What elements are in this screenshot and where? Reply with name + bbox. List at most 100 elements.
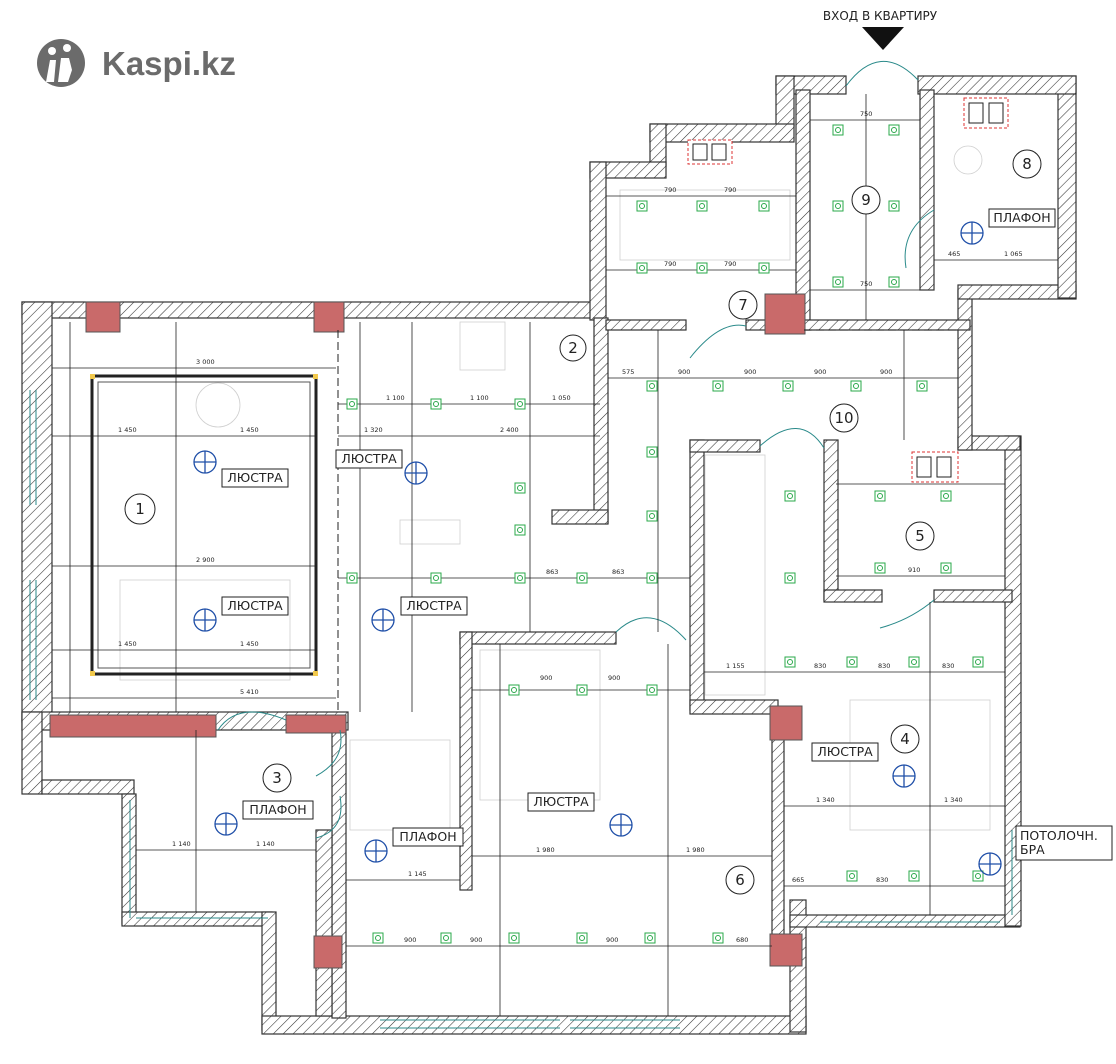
- chandelier-fixture: ЛЮСТРА: [193, 450, 289, 488]
- dim-text: 1 100: [470, 394, 489, 402]
- dim-text: 900: [540, 674, 552, 682]
- spotlight-icon: [430, 398, 442, 410]
- spotlight-icon: [888, 124, 900, 136]
- entrance-marker: ВХОД В КВАРТИРУ: [823, 9, 938, 50]
- wall-sconce-fixture: ПОТОЛОЧН.БРА: [978, 825, 1113, 876]
- dim-text: 900: [678, 368, 690, 376]
- dim-text: 863: [546, 568, 558, 576]
- spotlight-icon: [636, 200, 648, 212]
- kaspi-logo-icon: [37, 39, 85, 87]
- room-number-10: 10: [829, 403, 859, 433]
- room-number-7: 7: [728, 290, 758, 320]
- dim-text: 1 980: [686, 846, 705, 854]
- dim-text: 2 900: [196, 556, 215, 564]
- entrance-label: ВХОД В КВАРТИРУ: [823, 9, 938, 23]
- dim-text: 2 400: [500, 426, 519, 434]
- dim-text: 790: [664, 186, 676, 194]
- spotlights: [346, 124, 984, 944]
- spotlight-icon: [430, 572, 442, 584]
- svg-text:2: 2: [568, 339, 578, 357]
- room-number-5: 5: [905, 521, 935, 551]
- spotlight-icon: [874, 562, 886, 574]
- spotlight-icon: [576, 932, 588, 944]
- dim-text: 1 155: [726, 662, 745, 670]
- svg-text:9: 9: [861, 191, 871, 209]
- spotlight-icon: [346, 398, 358, 410]
- dim-text: 900: [404, 936, 416, 944]
- spotlight-icon: [888, 276, 900, 288]
- dim-text: 1 320: [364, 426, 383, 434]
- spotlight-icon: [514, 524, 526, 536]
- dim-text: 790: [724, 260, 736, 268]
- room-number-2: 2: [559, 334, 587, 362]
- chandelier-fixture: ЛЮСТРА: [527, 792, 633, 837]
- dim-text: 830: [878, 662, 890, 670]
- dim-text: 750: [860, 280, 872, 288]
- fixture-label-line: ПОТОЛОЧН.: [1020, 828, 1098, 843]
- ceiling-lamp-fixture: ПЛАФОН: [364, 827, 464, 863]
- fixtures: ЛЮСТРА ЛЮСТРА ЛЮСТРА ЛЮСТРА ЛЮСТРА ЛЮСТР…: [193, 208, 1113, 876]
- chandelier-fixture: ЛЮСТРА: [335, 449, 428, 485]
- svg-text:8: 8: [1022, 155, 1032, 173]
- dim-text: 900: [606, 936, 618, 944]
- dim-text: 1 980: [536, 846, 555, 854]
- spotlight-icon: [636, 262, 648, 274]
- spotlight-icon: [646, 446, 658, 458]
- spotlight-icon: [832, 124, 844, 136]
- dim-text: 750: [860, 110, 872, 118]
- spotlight-icon: [514, 572, 526, 584]
- dim-text: 1 140: [256, 840, 275, 848]
- fixture-label: ЛЮСТРА: [227, 598, 283, 613]
- dim-text: 1 450: [240, 640, 259, 648]
- dim-text: 5 410: [240, 688, 259, 696]
- spotlight-icon: [644, 932, 656, 944]
- spotlight-icon: [646, 510, 658, 522]
- spotlight-icon: [514, 482, 526, 494]
- spotlight-icon: [832, 276, 844, 288]
- fixture-label: ПЛАФОН: [993, 210, 1050, 225]
- spotlight-icon: [696, 262, 708, 274]
- spotlight-icon: [646, 684, 658, 696]
- fixture-label: ЛЮСТРА: [227, 470, 283, 485]
- svg-text:7: 7: [738, 296, 748, 314]
- dimension-texts: 3 000 1 450 1 450 2 900 1 450 1 450 5 41…: [118, 110, 1023, 944]
- room-number-8: 8: [1012, 149, 1042, 179]
- spotlight-icon: [972, 870, 984, 882]
- room-number-3: 3: [262, 763, 292, 793]
- chandelier-fixture: ЛЮСТРА: [371, 596, 468, 632]
- room1-ceiling-frame: [90, 329, 958, 712]
- columns: [49, 293, 806, 969]
- dim-text: 830: [814, 662, 826, 670]
- dim-text: 900: [814, 368, 826, 376]
- spotlight-icon: [916, 380, 928, 392]
- spotlight-icon: [576, 684, 588, 696]
- dim-text: 1 145: [408, 870, 427, 878]
- spotlight-icon: [514, 398, 526, 410]
- dim-text: 830: [942, 662, 954, 670]
- spotlight-icon: [508, 684, 520, 696]
- dim-text: 465: [948, 250, 960, 258]
- spotlight-icon: [850, 380, 862, 392]
- spotlight-icon: [758, 262, 770, 274]
- svg-text:5: 5: [915, 527, 925, 545]
- dim-text: 900: [880, 368, 892, 376]
- kaspi-logo: Kaspi.kz: [37, 39, 236, 87]
- dim-text: 1 340: [944, 796, 963, 804]
- dim-text: 1 065: [1004, 250, 1023, 258]
- spotlight-icon: [784, 572, 796, 584]
- svg-text:10: 10: [834, 409, 853, 427]
- dim-text: 1 050: [552, 394, 571, 402]
- brand-name: Kaspi.kz: [102, 45, 236, 82]
- spotlight-icon: [940, 490, 952, 502]
- svg-text:6: 6: [735, 871, 745, 889]
- fixture-label: ЛЮСТРА: [817, 744, 873, 759]
- spotlight-icon: [874, 490, 886, 502]
- dim-text: 910: [908, 566, 920, 574]
- room-numbers: 1 2 3 4 5 6 7 8 9 10: [124, 149, 1042, 895]
- spotlight-icon: [784, 656, 796, 668]
- room-number-1: 1: [124, 493, 156, 525]
- spotlight-icon: [712, 932, 724, 944]
- fixture-label-line: БРА: [1020, 842, 1045, 857]
- spotlight-icon: [832, 200, 844, 212]
- dim-text: 1 450: [240, 426, 259, 434]
